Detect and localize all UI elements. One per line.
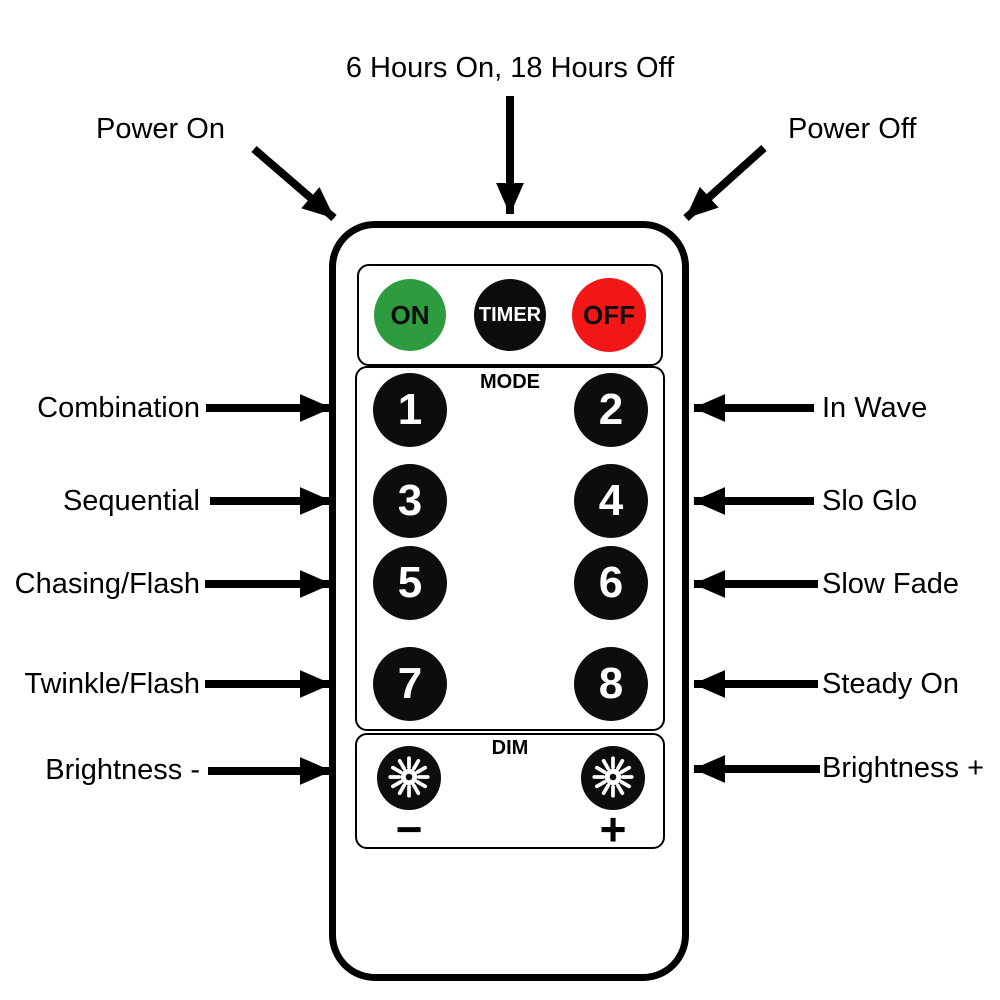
label-in-wave: In Wave — [822, 392, 928, 424]
mode-label: MODE — [480, 371, 540, 393]
label-combination: Combination — [37, 392, 200, 424]
brightness-down-button[interactable] — [377, 746, 441, 810]
mode-button-1[interactable]: 1 — [373, 373, 447, 447]
mode-button-2[interactable]: 2 — [574, 373, 648, 447]
label-chasing-flash: Chasing/Flash — [14, 568, 200, 600]
brightness-burst-icon — [591, 755, 635, 802]
mode-button-5[interactable]: 5 — [373, 546, 447, 620]
dim-label: DIM — [491, 737, 529, 759]
dim-minus-sign: − — [395, 803, 423, 855]
mode-button-4[interactable]: 4 — [574, 464, 648, 538]
arrow-power-off — [683, 145, 767, 221]
mode-button-7[interactable]: 7 — [373, 647, 447, 721]
mode-button-6[interactable]: 6 — [574, 546, 648, 620]
label-twinkle-flash: Twinkle/Flash — [24, 668, 200, 700]
off-button[interactable]: OFF — [572, 278, 646, 352]
label-slo-glo: Slo Glo — [822, 485, 918, 517]
label-power-on: Power On — [96, 113, 225, 145]
label-timer-function: 6 Hours On, 18 Hours Off — [345, 52, 675, 84]
label-brightness-plus: Brightness + — [822, 752, 985, 784]
remote-body: ON TIMER OFF MODE 1 2 3 4 5 6 7 8 DIM — [329, 221, 689, 981]
label-slow-fade: Slow Fade — [822, 568, 960, 600]
timer-button[interactable]: TIMER — [474, 279, 546, 351]
arrow-power-on — [251, 145, 337, 222]
label-sequential: Sequential — [62, 485, 200, 517]
mode-button-8[interactable]: 8 — [574, 647, 648, 721]
label-power-off: Power Off — [788, 113, 917, 145]
label-brightness-minus: Brightness - — [45, 754, 200, 786]
dim-plus-sign: + — [599, 803, 627, 855]
mode-button-3[interactable]: 3 — [373, 464, 447, 538]
brightness-up-button[interactable] — [581, 746, 645, 810]
brightness-burst-icon — [387, 755, 431, 802]
on-button[interactable]: ON — [374, 279, 446, 351]
label-steady-on: Steady On — [822, 668, 960, 700]
